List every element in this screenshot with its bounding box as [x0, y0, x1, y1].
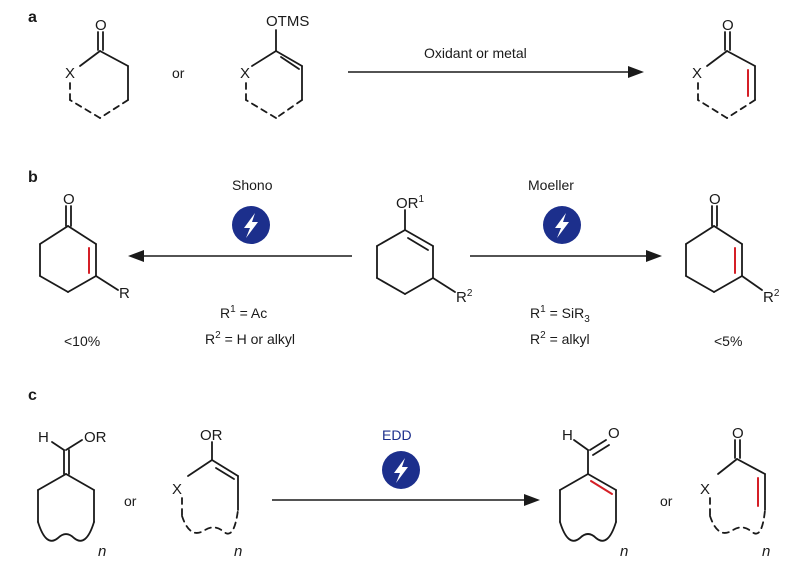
c-or-text-1: or [124, 493, 137, 509]
c-enol-or: OR [84, 429, 107, 446]
b-start-enol: OR1 R2 [376, 194, 473, 306]
a-ketone-x: X [65, 65, 75, 82]
c-cyclic-or: OR [200, 427, 223, 444]
c-exocyclic-enol-ether: H OR n [37, 429, 107, 560]
b-right-oxygen: O [709, 191, 721, 208]
panel-a-label: a [28, 9, 37, 26]
c-aldehyde-product: H O n [559, 425, 628, 560]
c-enol-n: n [98, 543, 106, 560]
panel-b-label: b [28, 169, 38, 186]
a-arrow-label: Oxidant or metal [424, 45, 527, 61]
svg-text:R1 = Ac: R1 = Ac [220, 304, 267, 321]
b-start-r: R2 [456, 288, 473, 306]
b-moeller-label: Moeller [528, 177, 574, 193]
a-product-x: X [692, 65, 702, 82]
b-shono-label: Shono [232, 177, 273, 193]
a-cyclic-ketone: O X [65, 17, 129, 119]
b-start-or: OR1 [396, 194, 425, 212]
b-left-r: R [119, 285, 130, 302]
b-left-oxygen: O [63, 191, 75, 208]
b-moeller-arrow: Moeller [470, 177, 662, 262]
c-aldehyde-n: n [620, 543, 628, 560]
lightning-bolt-icon [543, 206, 581, 244]
a-enone-product: O X [692, 17, 756, 119]
b-right-enone: O R2 <5% [685, 191, 780, 349]
a-reaction-arrow: Oxidant or metal [348, 45, 644, 78]
c-cyclic-n: n [234, 543, 242, 560]
lightning-bolt-icon [382, 451, 420, 489]
a-otms-label: OTMS [266, 13, 309, 30]
a-silyl-enol-ether: OTMS X [240, 13, 309, 119]
a-enol-x: X [240, 65, 250, 82]
c-aldehyde-o: O [608, 425, 620, 442]
lightning-bolt-icon [232, 206, 270, 244]
c-or-text-2: or [660, 493, 673, 509]
c-enol-h: H [38, 429, 49, 446]
panel-c-label: c [28, 387, 37, 404]
c-cyclic-enol-ether: OR X n [172, 427, 242, 560]
c-aldehyde-h: H [562, 427, 573, 444]
svg-text:R2 = H or alkyl: R2 = H or alkyl [205, 330, 295, 347]
c-enone-o: O [732, 425, 744, 442]
b-left-yield: <10% [64, 333, 100, 349]
svg-text:R1 = SiR3: R1 = SiR3 [530, 304, 590, 325]
b-moeller-conditions: R1 = SiR3 R2 = alkyl [530, 304, 590, 347]
b-right-r: R2 [763, 288, 780, 306]
svg-text:R2 = alkyl: R2 = alkyl [530, 330, 590, 347]
b-right-yield: <5% [714, 333, 742, 349]
a-ketone-oxygen: O [95, 17, 107, 34]
c-cyclic-x: X [172, 481, 182, 498]
a-product-oxygen: O [722, 17, 734, 34]
c-enone-n: n [762, 543, 770, 560]
b-shono-conditions: R1 = Ac R2 = H or alkyl [205, 304, 295, 347]
c-edd-label: EDD [382, 427, 412, 443]
a-or-text: or [172, 65, 185, 81]
c-enone-product: O X n [700, 425, 770, 560]
b-shono-arrow: Shono [128, 177, 352, 262]
b-left-enone: O R <10% [39, 191, 130, 349]
c-edd-arrow: EDD [272, 427, 540, 506]
c-enone-x: X [700, 481, 710, 498]
